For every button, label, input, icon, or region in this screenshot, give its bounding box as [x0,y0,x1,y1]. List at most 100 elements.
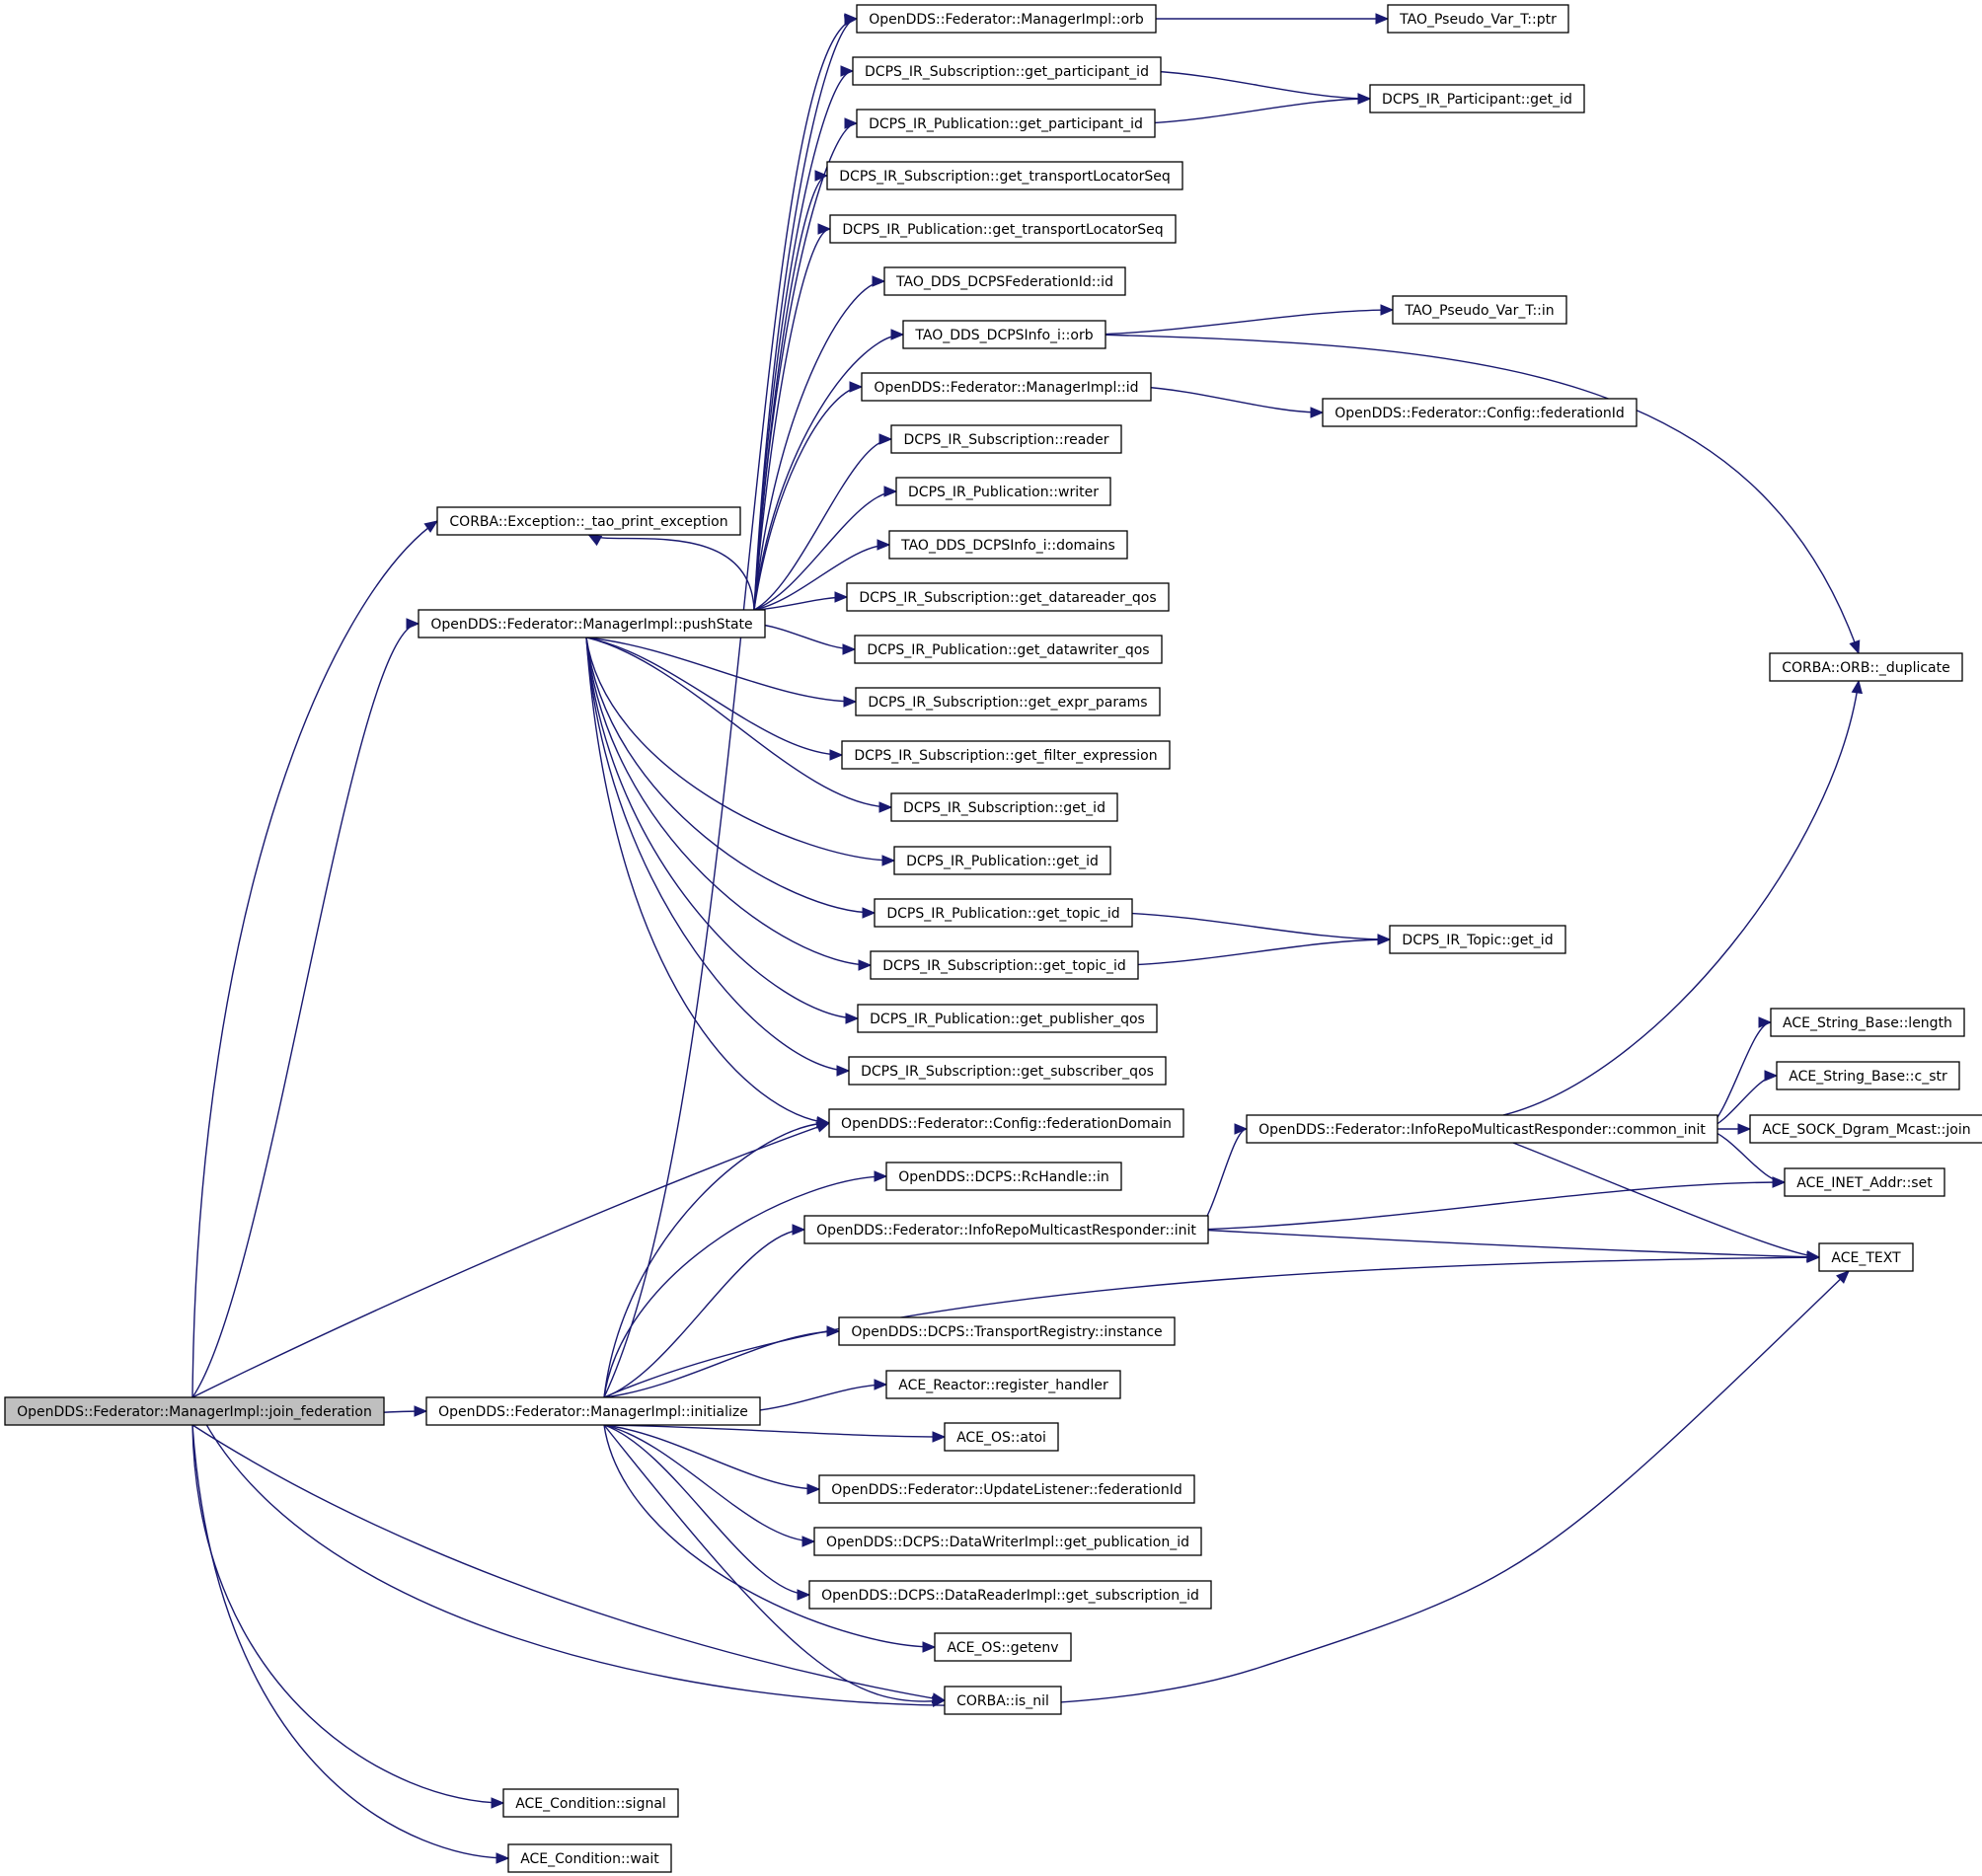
edge-pushState-to-pub-pubqos [585,637,860,1024]
node-topic-get-id[interactable]: DCPS_IR_Topic::get_id [1389,925,1566,954]
node-reactor-reg[interactable]: ACE_Reactor::register_handler [885,1370,1121,1399]
edge-mgr-id-to-cfg-fedid [1140,386,1325,418]
edge-join-to-ace-text [191,1270,1850,1706]
node-label: OpenDDS::Federator::ManagerImpl::pushSta… [430,617,752,633]
node-box [502,1788,679,1818]
node-sub-drqos[interactable]: DCPS_IR_Subscription::get_datareader_qos [846,582,1170,612]
node-box [1322,398,1638,427]
node-label: ACE_OS::atoi [956,1430,1046,1446]
node-os-atoi[interactable]: ACE_OS::atoi [944,1422,1059,1452]
node-label: DCPS_IR_Subscription::get_filter_express… [854,748,1157,764]
node-pv-in[interactable]: TAO_Pseudo_Var_T::in [1392,295,1567,325]
edge-initialize-to-is-nil [603,1424,947,1708]
node-box [874,898,1133,928]
node-label: OpenDDS::Federator::UpdateListener::fede… [831,1482,1182,1498]
node-pub-tls[interactable]: DCPS_IR_Publication::get_transportLocato… [829,214,1177,244]
node-sub-get-part[interactable]: DCPS_IR_Subscription::get_participant_id [852,56,1162,86]
node-box [1784,1167,1945,1197]
node-sub-get-id[interactable]: DCPS_IR_Subscription::get_id [890,792,1118,822]
node-join[interactable]: OpenDDS::Federator::ManagerImpl::join_fe… [4,1396,385,1426]
edge-pushState-to-sub-filter [585,637,844,761]
node-part-get-id[interactable]: DCPS_IR_Participant::get_id [1369,84,1585,113]
node-cond-signal[interactable]: ACE_Condition::signal [502,1788,679,1818]
node-box [1770,1008,1965,1037]
node-fedDomain[interactable]: OpenDDS::Federator::Config::federationDo… [828,1108,1184,1138]
node-sub-expr[interactable]: DCPS_IR_Subscription::get_expr_params [855,687,1161,716]
node-sub-filter[interactable]: DCPS_IR_Subscription::get_filter_express… [841,740,1171,770]
node-box [1246,1114,1718,1144]
node-box [826,161,1183,190]
node-tao-print[interactable]: CORBA::Exception::_tao_print_exception [436,506,741,536]
edge-join-to-cond-signal [191,1424,505,1809]
node-pub-get-id[interactable]: DCPS_IR_Publication::get_id [893,846,1111,875]
node-box [436,506,741,536]
node-info-domains[interactable]: TAO_DDS_DCPSInfo_i::domains [888,530,1128,560]
node-sub-topic[interactable]: DCPS_IR_Subscription::get_topic_id [870,950,1139,980]
node-common-init[interactable]: OpenDDS::Federator::InfoRepoMulticastRes… [1246,1114,1718,1144]
node-box [944,1422,1059,1452]
node-mgr-id[interactable]: OpenDDS::Federator::ManagerImpl::id [861,372,1152,402]
node-mgr-orb[interactable]: OpenDDS::Federator::ManagerImpl::orb [856,4,1157,34]
node-box [425,1396,761,1426]
node-treg-inst[interactable]: OpenDDS::DCPS::TransportRegistry::instan… [838,1316,1176,1346]
edge-join-to-is-nil [191,1424,947,1704]
node-ul-fedid[interactable]: OpenDDS::Federator::UpdateListener::fede… [818,1474,1195,1504]
node-resp-init[interactable]: OpenDDS::Federator::InfoRepoMulticastRes… [803,1215,1209,1244]
node-box [856,109,1156,138]
node-label: DCPS_IR_Publication::get_datawriter_qos [867,642,1149,658]
node-label: OpenDDS::DCPS::TransportRegistry::instan… [851,1324,1162,1340]
node-box [895,477,1111,506]
node-label: DCPS_IR_Publication::get_id [906,854,1099,869]
edge-pushState-to-sub-get-part [753,65,855,611]
node-is-nil[interactable]: CORBA::is_nil [944,1686,1062,1715]
node-cfg-fedid[interactable]: OpenDDS::Federator::Config::federationId [1322,398,1638,427]
node-box [418,609,766,638]
node-label: TAO_Pseudo_Var_T::ptr [1399,12,1557,28]
node-box [829,214,1177,244]
node-label: OpenDDS::DCPS::DataWriterImpl::get_publi… [826,1535,1189,1550]
node-sub-subqos[interactable]: DCPS_IR_Subscription::get_subscriber_qos [848,1056,1167,1086]
edge-pushState-to-fedid-id [753,275,886,611]
node-mcast-join[interactable]: ACE_SOCK_Dgram_Mcast::join [1749,1114,1982,1144]
node-box [883,266,1126,296]
node-pub-topic[interactable]: DCPS_IR_Publication::get_topic_id [874,898,1133,928]
edge-initialize-to-rchandle-in [603,1170,888,1398]
node-pub-get-part[interactable]: DCPS_IR_Publication::get_participant_id [856,109,1156,138]
edge-join-to-cond-wait [191,1424,510,1864]
node-box [934,1632,1072,1662]
node-fedid-id[interactable]: TAO_DDS_DCPSFederationId::id [883,266,1126,296]
edge-join-to-tao-print [191,520,439,1398]
node-sub-reader[interactable]: DCPS_IR_Subscription::reader [890,424,1122,454]
node-orb-dup[interactable]: CORBA::ORB::_duplicate [1769,652,1963,682]
node-initialize[interactable]: OpenDDS::Federator::ManagerImpl::initial… [425,1396,761,1426]
edge-resp-init-to-ace-text [1197,1229,1821,1263]
node-pub-dwqos[interactable]: DCPS_IR_Publication::get_datawriter_qos [854,635,1163,664]
node-inet-set[interactable]: ACE_INET_Addr::set [1784,1167,1945,1197]
node-dr-subid[interactable]: OpenDDS::DCPS::DataReaderImpl::get_subsc… [808,1580,1212,1610]
node-pushState[interactable]: OpenDDS::Federator::ManagerImpl::pushSta… [418,609,766,638]
node-pub-pubqos[interactable]: DCPS_IR_Publication::get_publisher_qos [857,1004,1158,1033]
edge-pushState-to-pub-writer [753,486,898,611]
node-label: DCPS_IR_Topic::get_id [1402,933,1553,948]
edge-pushState-to-pub-tls [753,223,832,611]
node-info-orb[interactable]: TAO_DDS_DCPSInfo_i::orb [902,320,1106,349]
node-cond-wait[interactable]: ACE_Condition::wait [507,1843,672,1873]
node-box [846,582,1170,612]
node-rchandle-in[interactable]: OpenDDS::DCPS::RcHandle::in [885,1162,1122,1191]
edge-common-init-to-ace-text [1512,1142,1821,1262]
edge-pushState-to-pub-dwqos [754,623,857,655]
node-label: TAO_DDS_DCPSInfo_i::orb [914,328,1093,343]
node-label: ACE_Condition::wait [520,1851,659,1867]
edge-pushState-to-info-orb [753,329,905,611]
node-pub-writer[interactable]: DCPS_IR_Publication::writer [895,477,1111,506]
node-pv-ptr[interactable]: TAO_Pseudo_Var_T::ptr [1387,4,1569,34]
edge-pushState-to-info-domains [753,539,891,611]
node-ace-text[interactable]: ACE_TEXT [1818,1242,1914,1272]
node-layer: OpenDDS::Federator::ManagerImpl::join_fe… [4,4,1982,1873]
node-os-getenv[interactable]: ACE_OS::getenv [934,1632,1072,1662]
node-sub-tls[interactable]: DCPS_IR_Subscription::get_transportLocat… [826,161,1183,190]
node-box [1389,925,1566,954]
node-sb-length[interactable]: ACE_String_Base::length [1770,1008,1965,1037]
node-dw-pubid[interactable]: OpenDDS::DCPS::DataWriterImpl::get_publi… [813,1527,1202,1556]
node-sb-cstr[interactable]: ACE_String_Base::c_str [1776,1061,1960,1090]
